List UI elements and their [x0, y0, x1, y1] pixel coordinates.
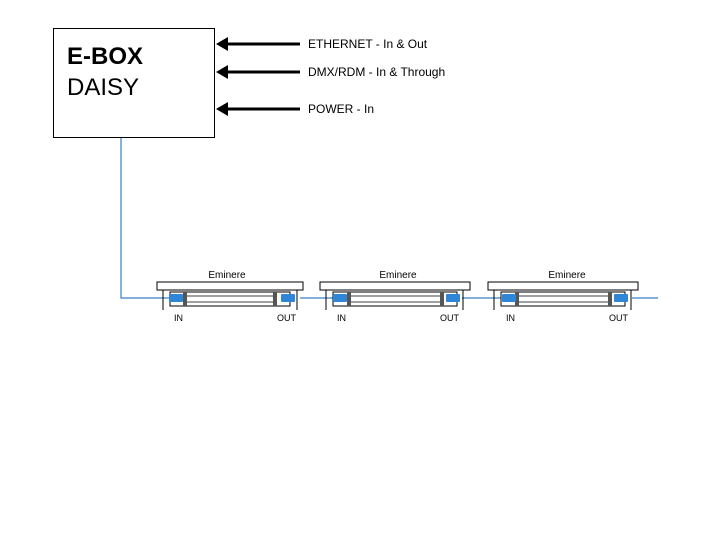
- fixture-3-out-connector: [614, 294, 628, 302]
- e-box-daisy-controller: E-BOX DAISY: [53, 28, 215, 138]
- daisy-chain-cable: [120, 138, 170, 299]
- fixture-3-out-label: OUT: [609, 313, 628, 323]
- fixture-1-in-label: IN: [174, 313, 183, 323]
- controller-title: E-BOX: [67, 43, 144, 70]
- fixture-1-in-connector: [169, 294, 183, 302]
- fixture-1-out-connector: [281, 294, 295, 302]
- fixture-2-in-connector: [333, 294, 347, 302]
- ethernet-arrow: [216, 37, 300, 51]
- fixture-3-name: Eminere: [548, 270, 586, 281]
- fixture-1: [156, 281, 304, 310]
- controller-subtitle: DAISY: [67, 74, 140, 101]
- fixture-2-in-label: IN: [337, 313, 346, 323]
- fixture-3-in-label: IN: [506, 313, 515, 323]
- power-arrow: [216, 102, 300, 116]
- dmx-rdm-arrow: [216, 65, 300, 79]
- dmx-rdm-port-label: DMX/RDM - In & Through: [308, 65, 446, 79]
- power-port-label: POWER - In: [308, 102, 375, 116]
- fixture-2-out-label: OUT: [440, 313, 459, 323]
- ethernet-port-label: ETHERNET - In & Out: [308, 37, 428, 51]
- fixture-2: [319, 281, 471, 310]
- fixture-3-in-connector: [502, 294, 516, 302]
- fixture-1-name: Eminere: [208, 270, 246, 281]
- fixture-2-name: Eminere: [379, 270, 417, 281]
- fixture-2-out-connector: [446, 294, 460, 302]
- fixture-1-out-label: OUT: [277, 313, 296, 323]
- fixture-3: [487, 281, 639, 310]
